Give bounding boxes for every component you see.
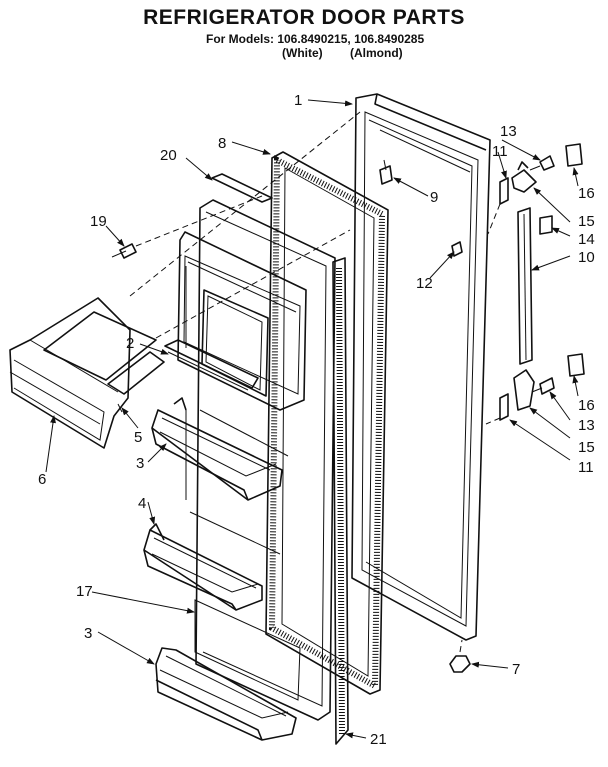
callout-11-lower: 11	[578, 459, 594, 476]
door-top-trim	[211, 173, 273, 203]
diagram-title: REFRIGERATOR DOOR PARTS	[143, 6, 465, 29]
callout-11-upper: 11	[492, 143, 508, 160]
middle-door-shelf	[143, 523, 263, 611]
callout-13-upper: 13	[500, 123, 517, 140]
callout-12: 12	[416, 275, 433, 292]
callout-6: 6	[38, 471, 46, 488]
assembly-line	[155, 229, 351, 339]
models-line: For Models: 106.8490215, 106.8490285	[206, 32, 425, 46]
finish-white-label: (White)	[282, 46, 323, 60]
door-gasket	[265, 151, 389, 695]
callout-7: 7	[512, 661, 520, 678]
callout-13-lower: 13	[578, 417, 595, 434]
assembly-line	[129, 111, 361, 297]
callout-21: 21	[370, 731, 387, 748]
door-side-seal-strip	[332, 257, 349, 745]
mounting-screw	[111, 195, 263, 259]
callout-16-lower: 16	[578, 397, 595, 414]
callout-19: 19	[90, 213, 107, 230]
callout-8: 8	[218, 135, 226, 152]
callout-3-upper: 3	[136, 455, 144, 472]
callout-16-upper: 16	[578, 185, 595, 202]
callout-4: 4	[138, 495, 146, 512]
callout-labels: 1 8 20 19 9 12 13 11 16 15 14 10 2 5 6 3…	[38, 92, 595, 748]
callout-17: 17	[76, 583, 93, 600]
dispenser-trim	[164, 339, 259, 391]
callout-15-lower: 15	[578, 439, 595, 456]
callout-3-lower: 3	[84, 625, 92, 642]
door-clip	[451, 241, 463, 257]
door-handle	[517, 207, 533, 365]
callout-10: 10	[578, 249, 595, 266]
callout-5: 5	[134, 429, 142, 446]
compartment-door	[9, 297, 165, 449]
door-inner-liner	[177, 199, 336, 721]
callout-14: 14	[578, 231, 595, 248]
lower-handle-hardware	[485, 353, 585, 425]
finish-almond-label: (Almond)	[350, 46, 403, 60]
lower-door-shelf	[155, 647, 297, 741]
callout-15-upper: 15	[578, 213, 595, 230]
callout-1: 1	[294, 92, 302, 109]
door-plug	[379, 159, 393, 185]
door-stop-cap	[449, 639, 471, 673]
callout-9: 9	[430, 189, 438, 206]
callout-2: 2	[126, 335, 134, 352]
callout-20: 20	[160, 147, 177, 164]
door-outer-panel	[351, 93, 491, 641]
upper-door-shelf	[151, 397, 283, 501]
leader-lines	[45, 99, 579, 739]
